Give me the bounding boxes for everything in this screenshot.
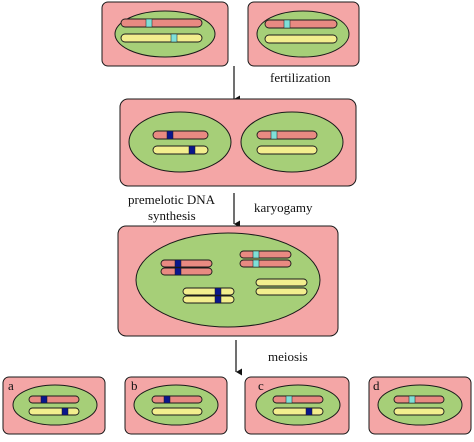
- allele-marker-dark: [214, 287, 222, 296]
- chromosome-pink: [152, 130, 209, 140]
- allele-marker-light: [252, 259, 260, 268]
- label-fertilization: fertilization: [270, 70, 331, 85]
- chromosome-bar: [160, 259, 213, 268]
- nucleus: [255, 384, 341, 426]
- chromosome-bar: [272, 407, 324, 416]
- chromatid-pair-light-pink: [239, 250, 292, 268]
- chromosome-bar: [152, 130, 209, 140]
- nucleus-left: [128, 111, 232, 173]
- allele-marker-dark: [166, 130, 174, 140]
- chromosome-bar: [264, 34, 338, 44]
- chromosome-bar: [255, 287, 308, 296]
- allele-marker-light: [270, 130, 278, 140]
- chromosome-bar: [120, 18, 203, 28]
- nucleus: [128, 111, 232, 173]
- chromosome-yellow: [120, 33, 203, 43]
- nucleus: [377, 384, 463, 426]
- allele-marker-dark: [61, 407, 69, 416]
- allele-marker-light: [252, 250, 260, 259]
- nucleus: [240, 111, 344, 173]
- chromosome-bar: [151, 395, 203, 404]
- chromosome-bar: [28, 395, 80, 404]
- nucleus: [12, 384, 98, 426]
- chromatid-pair-dark-pink: [160, 259, 213, 276]
- chromosome-yellow: [256, 145, 318, 155]
- allele-marker-dark: [174, 259, 182, 268]
- chromosome-bar: [272, 395, 324, 404]
- chromosome-bar: [255, 278, 308, 287]
- chromosome-bar: [239, 259, 292, 268]
- label-product-d: d: [373, 378, 380, 393]
- nucleus: [256, 10, 350, 58]
- label-product-c: c: [258, 378, 264, 393]
- allele-marker-light: [408, 395, 416, 404]
- allele-marker-light: [170, 33, 178, 43]
- chromosome-pink: [264, 19, 338, 29]
- chromosome-bar: [393, 395, 445, 404]
- label-karyogamy: karyogamy: [254, 200, 313, 215]
- allele-marker-light: [145, 18, 153, 28]
- chromosome-bar: [182, 287, 235, 296]
- nucleus: [133, 384, 219, 426]
- chromosome-bar: [151, 407, 203, 416]
- meiotic-product-d: d: [368, 376, 472, 435]
- label-premeiotic-line2: synthesis: [148, 208, 196, 223]
- allele-marker-dark: [305, 407, 313, 416]
- allele-marker-dark: [163, 395, 171, 404]
- chromatid-pair-dark-yellow: [182, 287, 235, 304]
- chromosome-bar: [28, 407, 80, 416]
- label-premeiotic-line1: premelotic DNA: [128, 192, 216, 207]
- haploid-cell-left: [101, 1, 229, 67]
- chromosome-yellow: [264, 34, 338, 44]
- nucleus-right: [240, 111, 344, 173]
- label-product-b: b: [131, 378, 138, 393]
- chromosome-bar: [256, 145, 318, 155]
- chromosome-bar: [152, 145, 209, 155]
- chromatid-pair-plain-yellow: [255, 278, 308, 296]
- allele-marker-light: [285, 395, 293, 404]
- dikaryotic-cell: [119, 98, 357, 187]
- chromosome-yellow: [152, 145, 209, 155]
- meiotic-product-a: a: [2, 376, 106, 435]
- chromosome-pink: [120, 18, 203, 28]
- chromosome-bar: [256, 130, 318, 140]
- meiotic-product-b: b: [124, 376, 228, 435]
- chromosome-bar: [264, 19, 338, 29]
- chromosome-bar: [393, 407, 445, 416]
- haploid-cell-right: [247, 1, 360, 67]
- chromosome-bar: [182, 295, 235, 304]
- chromosome-pink: [256, 130, 318, 140]
- meiotic-product-c: c: [244, 376, 350, 435]
- allele-marker-dark: [188, 145, 196, 155]
- label-meiosis: meiosis: [268, 349, 308, 364]
- chromosome-bar: [160, 267, 213, 276]
- allele-marker-dark: [40, 395, 48, 404]
- diploid-cell: [117, 225, 339, 337]
- allele-marker-dark: [174, 267, 182, 276]
- allele-marker-light: [283, 19, 291, 29]
- allele-marker-dark: [214, 295, 222, 304]
- label-product-a: a: [8, 378, 14, 393]
- chromosome-bar: [239, 250, 292, 259]
- chromosome-bar: [120, 33, 203, 43]
